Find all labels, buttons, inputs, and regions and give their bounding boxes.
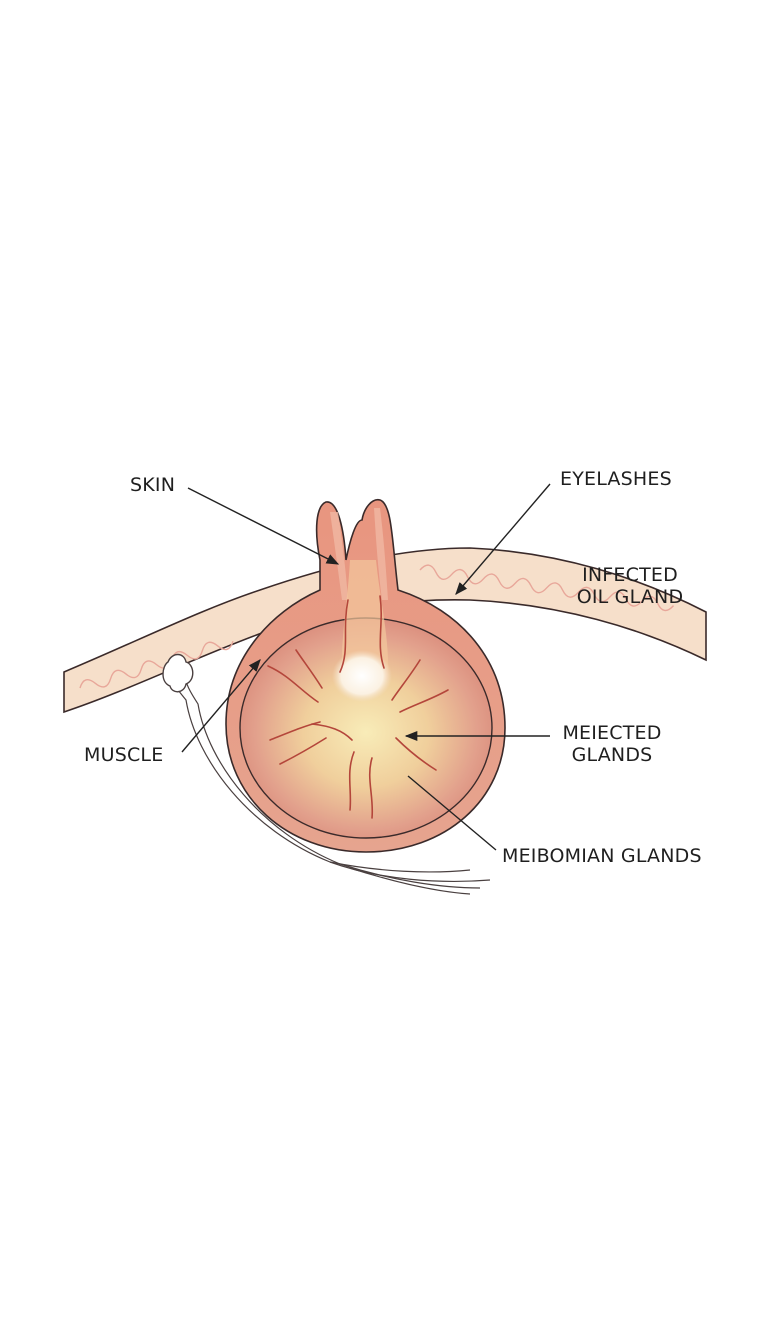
label-meiected-glands: MEIECTED GLANDS bbox=[556, 722, 668, 766]
blood-vessels bbox=[267, 595, 449, 819]
stye-swelling bbox=[225, 498, 506, 853]
label-infected-oil-gland-line-2: OIL GLAND bbox=[576, 586, 684, 608]
label-eyelashes: EYELASHES bbox=[560, 468, 672, 490]
meibomian-glands-leader bbox=[407, 775, 497, 851]
label-skin: SKIN bbox=[130, 474, 176, 496]
muscle-fibers bbox=[162, 653, 491, 895]
pus-head bbox=[332, 650, 392, 702]
label-meibomian-glands: MEIBOMIAN GLANDS bbox=[502, 845, 702, 867]
eyelashes-leader bbox=[455, 483, 551, 595]
label-infected-oil-gland-line-1: INFECTED bbox=[582, 564, 678, 586]
label-muscle: MUSCLE bbox=[84, 744, 164, 766]
skin-leader bbox=[187, 487, 340, 565]
muscle-leader bbox=[181, 659, 261, 753]
label-meiected-glands-line-2: GLANDS bbox=[571, 744, 653, 766]
label-infected-oil-gland: INFECTED OIL GLAND bbox=[570, 564, 690, 608]
leader-lines bbox=[181, 483, 551, 851]
skin-wave-line bbox=[79, 641, 234, 689]
label-meiected-glands-line-1: MEIECTED bbox=[562, 722, 662, 744]
